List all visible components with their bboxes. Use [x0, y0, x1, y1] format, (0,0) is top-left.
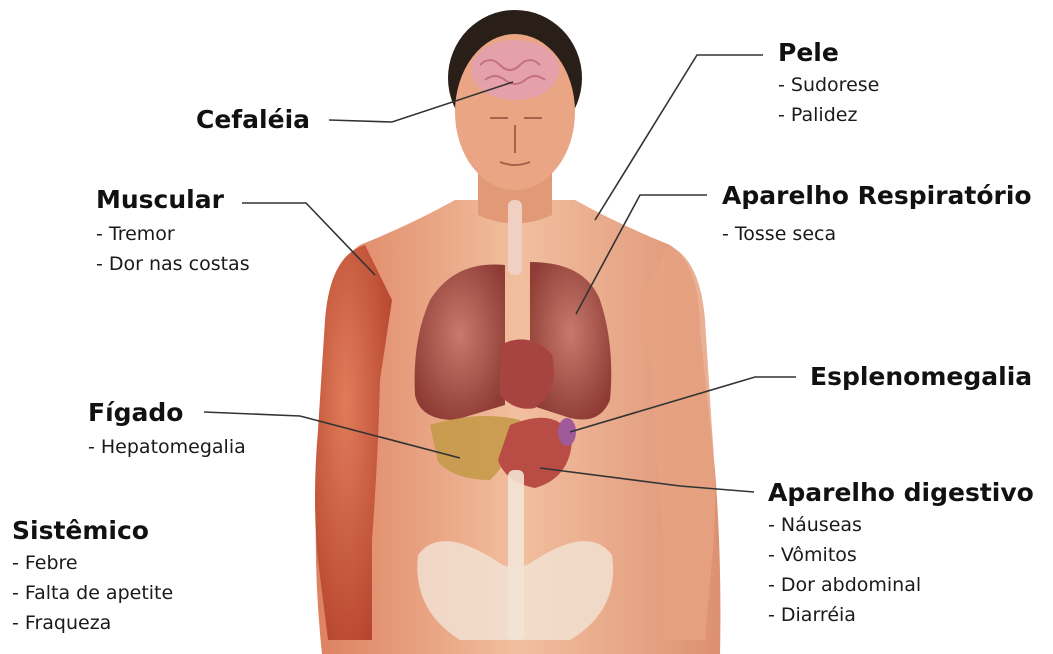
label-digestivo: Aparelho digestivo - Náuseas - Vômitos -…: [768, 478, 1034, 630]
trachea: [508, 200, 522, 275]
figado-item: - Hepatomegalia: [88, 432, 246, 462]
label-pele: Pele - Sudorese - Palidez: [778, 38, 879, 130]
label-muscular: Muscular - Tremor - Dor nas costas: [96, 185, 250, 279]
figado-title: Fígado: [88, 398, 246, 428]
sistemico-item: - Febre: [12, 548, 173, 578]
muscular-item: - Dor nas costas: [96, 249, 250, 279]
sistemico-item: - Fraqueza: [12, 608, 173, 638]
spleen: [558, 418, 576, 446]
label-figado: Fígado - Hepatomegalia: [88, 398, 246, 462]
sistemico-item: - Falta de apetite: [12, 578, 173, 608]
pele-title: Pele: [778, 38, 879, 68]
digestivo-title: Aparelho digestivo: [768, 478, 1034, 508]
muscular-item: - Tremor: [96, 219, 250, 249]
cefaleia-title: Cefaléia: [196, 105, 310, 135]
respiratorio-title: Aparelho Respiratório: [722, 181, 1032, 211]
label-esplenomegalia: Esplenomegalia: [810, 362, 1032, 392]
digestivo-item: - Dor abdominal: [768, 570, 1034, 600]
label-sistemico: Sistêmico - Febre - Falta de apetite - F…: [12, 516, 173, 638]
digestivo-item: - Náuseas: [768, 510, 1034, 540]
respiratorio-item: - Tosse seca: [722, 219, 1032, 249]
label-respiratorio: Aparelho Respiratório - Tosse seca: [722, 181, 1032, 249]
sistemico-title: Sistêmico: [12, 516, 173, 546]
label-cefaleia: Cefaléia: [196, 105, 310, 135]
digestivo-item: - Diarréia: [768, 600, 1034, 630]
pele-item: - Palidez: [778, 100, 879, 130]
digestivo-item: - Vômitos: [768, 540, 1034, 570]
pele-item: - Sudorese: [778, 70, 879, 100]
esplenomegalia-title: Esplenomegalia: [810, 362, 1032, 392]
muscular-title: Muscular: [96, 185, 250, 215]
